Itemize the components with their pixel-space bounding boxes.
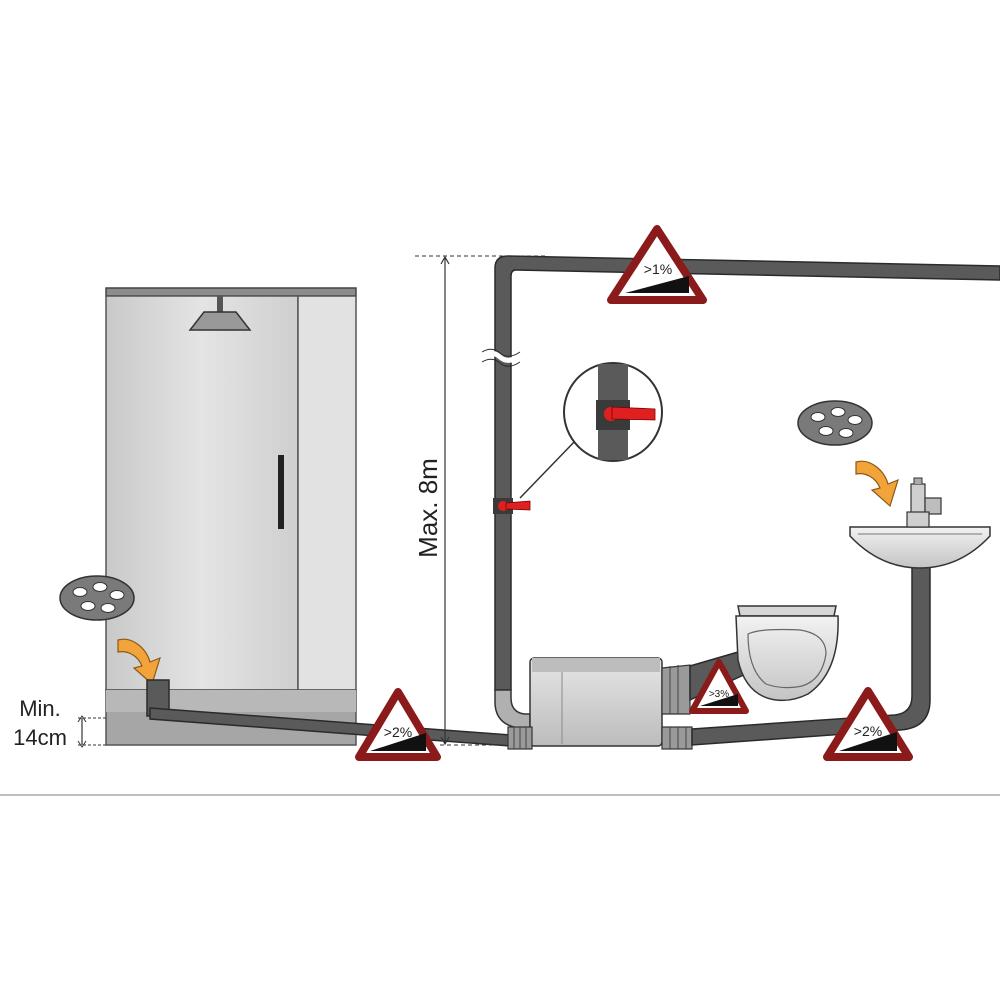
shower-door-handle	[278, 455, 284, 529]
slope-label-shower: >2%	[384, 724, 412, 740]
min-height-label-line2: 14cm	[13, 725, 67, 750]
discharge-pipe	[480, 255, 1000, 729]
shower-drain-cover-icon	[59, 575, 135, 621]
valve-detail-callout	[563, 362, 663, 462]
slope-warning-triangle-icon-shower: >2%	[355, 688, 441, 761]
faucet-icon	[906, 477, 942, 528]
max-height-dimension	[415, 255, 545, 746]
min-height-dimension	[77, 715, 106, 748]
slope-label-toilet: >3%	[709, 689, 729, 700]
slope-warning-triangle-icon-top: >1%	[607, 225, 707, 304]
shower-curved-arrow-icon	[117, 638, 161, 686]
slope-warning-triangle-icon-sink: >2%	[823, 687, 913, 761]
valve-detail-leader	[519, 439, 577, 499]
slope-label-sink: >2%	[854, 723, 882, 739]
max-height-label: Max. 8m	[413, 458, 443, 558]
pump-unit	[507, 657, 693, 750]
sink-drain-cover-icon	[797, 400, 873, 446]
min-height-label-line1: Min.	[19, 696, 61, 721]
ball-valve-icon	[493, 498, 531, 514]
shower-cabin	[105, 287, 357, 746]
wash-basin	[849, 526, 991, 569]
shower-head-icon	[188, 296, 252, 331]
sink-curved-arrow-icon	[855, 460, 899, 508]
wall-hung-toilet	[735, 605, 839, 702]
slope-warning-triangle-icon-toilet: >3%	[689, 659, 749, 714]
slope-label-top: >1%	[644, 261, 672, 277]
